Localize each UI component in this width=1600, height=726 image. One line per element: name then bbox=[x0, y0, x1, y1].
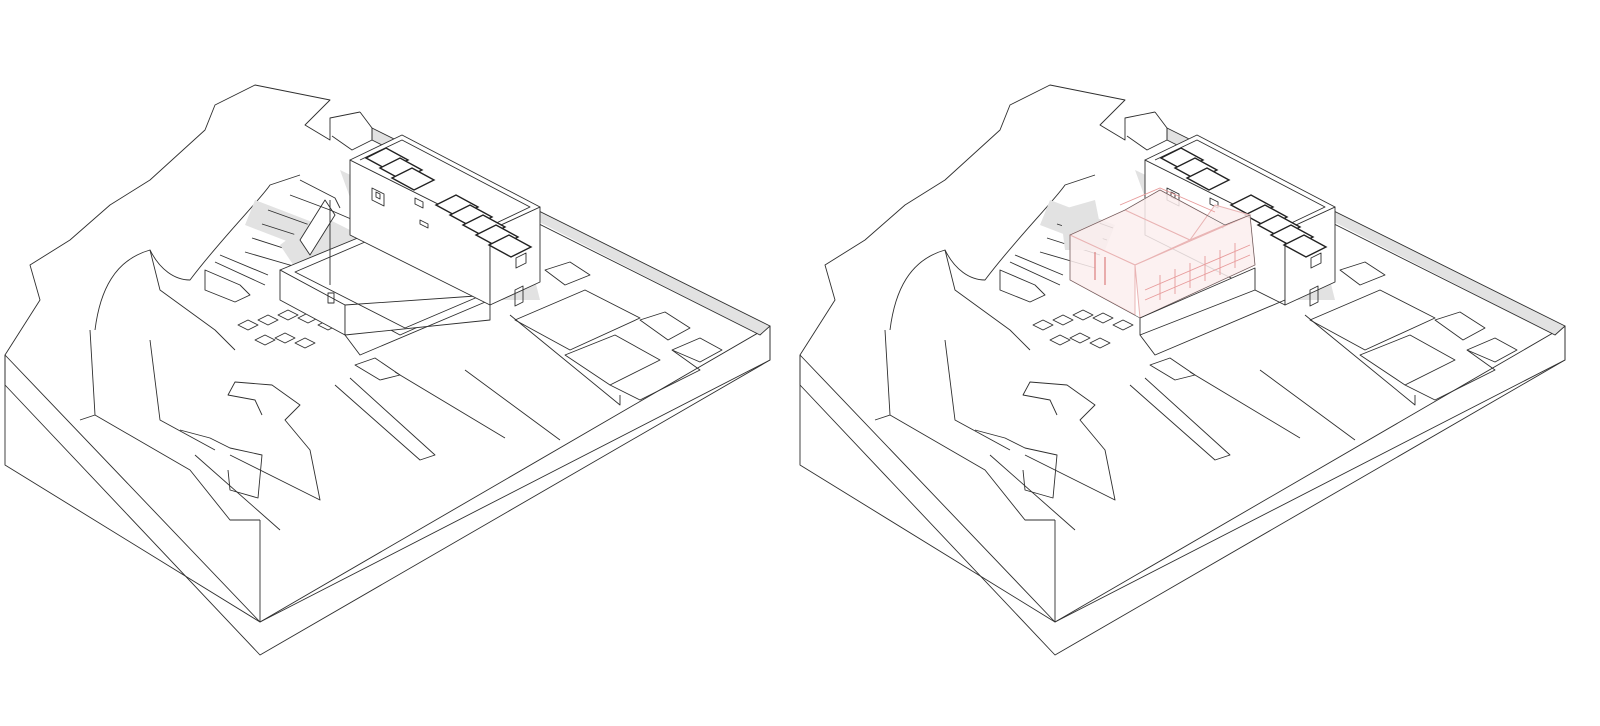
existing-isometric-model bbox=[4, 84, 771, 656]
proposed-isometric-model bbox=[799, 84, 1566, 656]
